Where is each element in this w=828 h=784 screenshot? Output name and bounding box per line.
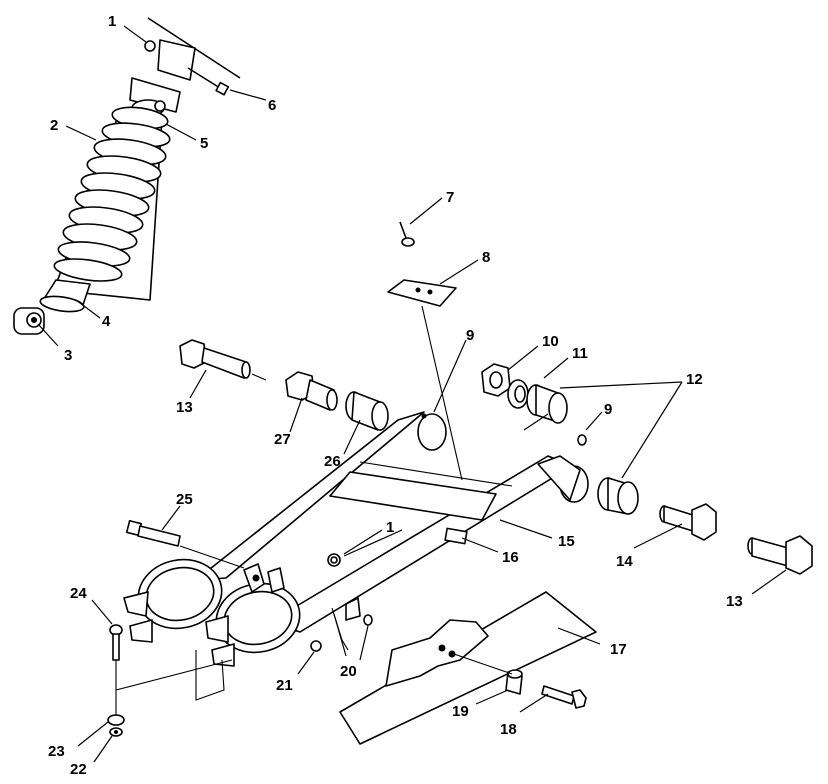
callout-8: 8	[482, 249, 490, 266]
bushing-part-12-upper	[526, 384, 568, 424]
callout-10: 10	[542, 333, 559, 350]
callout-5: 5	[200, 135, 208, 152]
leader-lines	[37, 25, 787, 763]
callout-1-lower: 1	[386, 519, 394, 536]
callout-27: 27	[274, 431, 291, 448]
rail-part-17	[339, 591, 597, 745]
callout-3: 3	[64, 347, 72, 364]
callout-23: 23	[48, 743, 65, 760]
washer-part-23	[107, 714, 125, 726]
callout-24: 24	[70, 585, 87, 602]
callout-2: 2	[50, 117, 58, 134]
bolt-part-25	[125, 519, 181, 547]
pivot-bolt-part-13-right	[747, 535, 813, 575]
spacer-part-19	[505, 669, 523, 695]
bracket-part-20	[331, 597, 373, 651]
shock-absorber-part-2	[39, 99, 171, 313]
bolt-part-18	[541, 685, 587, 709]
callout-25: 25	[176, 491, 193, 508]
pin-part-7	[399, 221, 415, 247]
callout-16: 16	[502, 549, 519, 566]
bolt-part-24	[109, 624, 123, 661]
callout-22: 22	[70, 761, 87, 778]
swing-arm-part-15	[123, 411, 589, 701]
callout-19: 19	[452, 703, 469, 720]
callout-18: 18	[500, 721, 517, 738]
nut-part-10	[481, 363, 511, 397]
callout-26: 26	[324, 453, 341, 470]
callout-20: 20	[340, 663, 357, 680]
nut-part-21	[310, 640, 322, 652]
washer-part-11	[507, 379, 529, 409]
nut-part-22	[109, 727, 123, 737]
callout-21: 21	[276, 677, 293, 694]
callout-9-right: 9	[604, 401, 612, 418]
callout-9: 9	[466, 327, 474, 344]
eye-mount-part-3	[13, 307, 45, 335]
callout-15: 15	[558, 533, 575, 550]
bushing-part-12-lower	[597, 477, 639, 515]
nut-part-1-lower	[327, 553, 341, 567]
callout-12: 12	[686, 371, 703, 388]
pivot-bolt-part-14	[659, 503, 717, 541]
callout-17: 17	[610, 641, 627, 658]
pivot-bolt-part-13-left	[179, 339, 251, 379]
callout-6: 6	[268, 97, 276, 114]
bushing-part-27	[285, 371, 338, 411]
mount-bracket	[129, 17, 241, 113]
callout-13-left: 13	[176, 399, 193, 416]
plate-part-8	[387, 279, 457, 307]
callout-14: 14	[616, 553, 633, 570]
callout-11: 11	[572, 345, 588, 362]
callout-7: 7	[446, 189, 454, 206]
grease-fitting-part-9	[577, 434, 587, 446]
callout-4: 4	[102, 313, 111, 330]
nut-part-1	[144, 40, 156, 52]
callout-labels: 1 2 3 4 5 6 7 8 9 9 10 11 12 13 13 14 15…	[48, 13, 743, 778]
callout-1: 1	[108, 13, 116, 30]
bushing-part-26	[345, 391, 389, 431]
bolt-part-6	[187, 67, 230, 96]
callout-13-right: 13	[726, 593, 743, 610]
